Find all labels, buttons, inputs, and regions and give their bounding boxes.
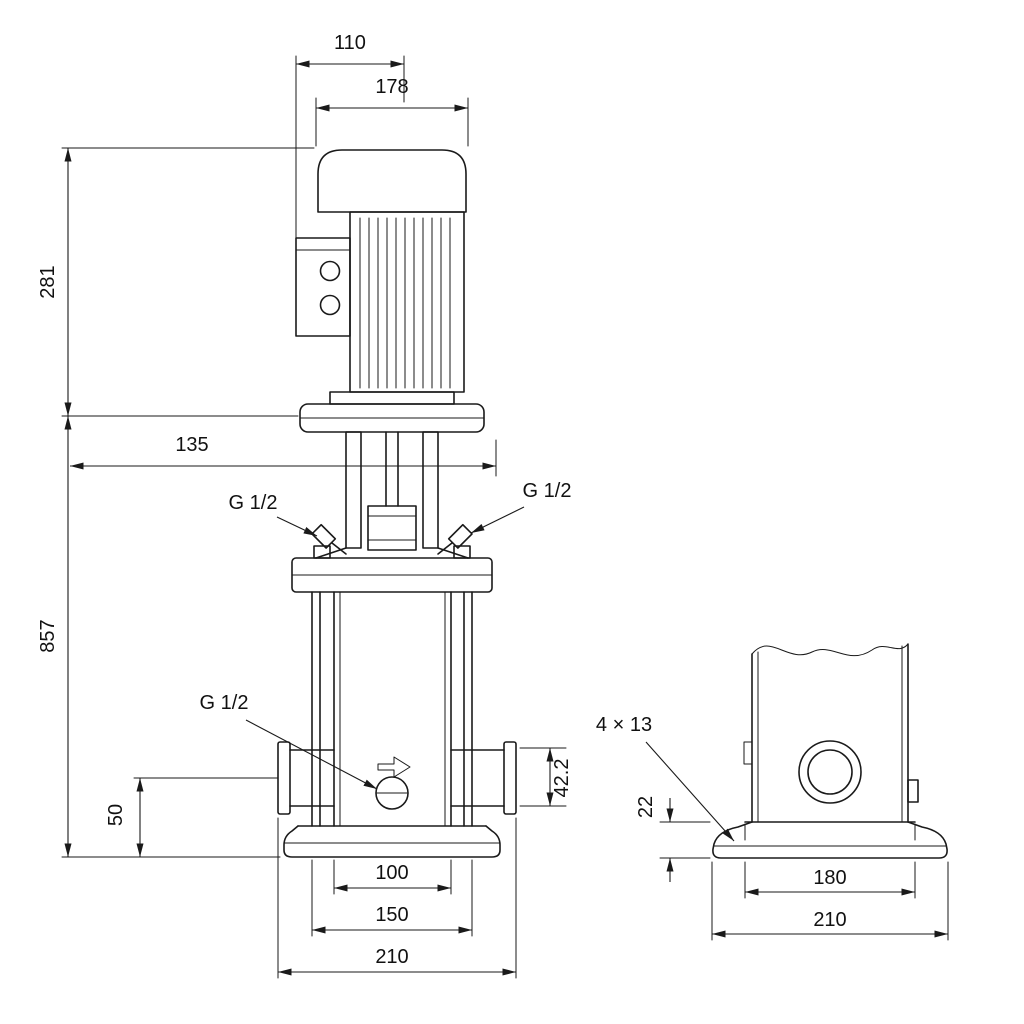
pump-head [291,545,493,593]
coupling-guard-left [345,431,362,549]
port-circle-outer [798,740,862,804]
dim-label-180: 180 [813,867,846,889]
side-tab [907,779,919,803]
flow-arrow-icon [377,756,411,778]
side-base [712,821,948,859]
dim-label-42-2: 42.2 [551,759,573,798]
dim-total-height: 857 [37,416,281,858]
plug-label-g12-drain: G 1/2 [200,692,249,714]
clamp-detail [743,741,753,765]
side-view: 4 × 13 22 180 210 [596,643,949,941]
dimensions-side: 4 × 13 22 180 210 [596,714,949,941]
coupling-lines [367,515,417,541]
dim-motor-top-width: 110 [295,32,405,239]
sleeve-inner [339,591,446,827]
motor-fins [359,217,451,389]
discharge-body [450,749,505,807]
dim-motor-width: 178 [315,76,469,147]
plug-label-g12-right: G 1/2 [523,480,572,502]
front-view: 110 178 281 857 135 [37,32,573,979]
port-circle-inner [807,749,853,795]
dim-label-210-front: 210 [375,946,408,968]
dim-motor-height: 281 [37,147,315,417]
dim-label-281: 281 [37,265,59,298]
discharge-port [450,741,517,815]
dim-label-100: 100 [375,862,408,884]
staybolt-right [463,591,473,827]
dim-label-110: 110 [334,32,366,54]
suction-body [289,749,335,807]
dim-label-178: 178 [375,76,408,98]
callout-bolt-holes: 4 × 13 [596,714,735,842]
dimensions-front: 110 178 281 857 135 [37,32,573,979]
plug-label-g12-left: G 1/2 [229,492,278,514]
base-front [283,825,501,858]
drain-plug-circle [375,776,409,810]
dim-width-overall: 210 [277,817,517,979]
staybolt-left [311,591,321,827]
side-sleeve [743,643,919,823]
dim-label-50: 50 [105,804,127,826]
dim-label-150: 150 [375,904,408,926]
dim-port-height: 50 [105,777,279,857]
dim-port-depth: 42.2 [519,747,573,807]
dim-base-width: 210 [711,861,949,941]
callout-label-4x13: 4 × 13 [596,714,652,736]
cable-entry-icon [319,260,341,282]
vent-plug-right [447,523,473,549]
fan-cover [317,149,467,213]
coupling-guard-right [422,431,439,549]
flange-nut-right [453,545,471,559]
dim-label-135: 135 [175,434,208,456]
dim-width-inner: 100 [333,859,452,895]
sleeve-outer [333,591,452,827]
vent-plug-right-stem [437,542,453,555]
dim-base-thickness: 22 [635,796,711,882]
cable-entry-icon [319,294,341,316]
callout-plug-top-left: G 1/2 [229,492,318,537]
chamber-stack [311,591,473,827]
discharge-flange [503,741,517,815]
drain-plug [375,756,411,810]
dim-head-length: 135 [70,434,497,477]
motor [295,149,485,433]
sleeve-inner-edges [757,645,903,823]
terminal-box [295,237,351,337]
dim-width-bolts: 150 [311,859,473,937]
coupling-block [367,505,417,551]
dim-label-22: 22 [635,796,657,818]
dim-label-857: 857 [37,619,59,652]
break-line [751,643,909,657]
flange-nut-left [313,545,331,559]
base-body [283,825,501,858]
bolt-tabs [744,823,916,841]
callout-drain-plug: G 1/2 [200,692,378,790]
vent-plug-left-stem [331,542,347,555]
dim-label-210-side: 210 [813,909,846,931]
base-body-side [712,821,948,859]
callout-plug-top-right: G 1/2 [470,480,572,534]
dim-bolt-spacing: 180 [744,861,916,899]
